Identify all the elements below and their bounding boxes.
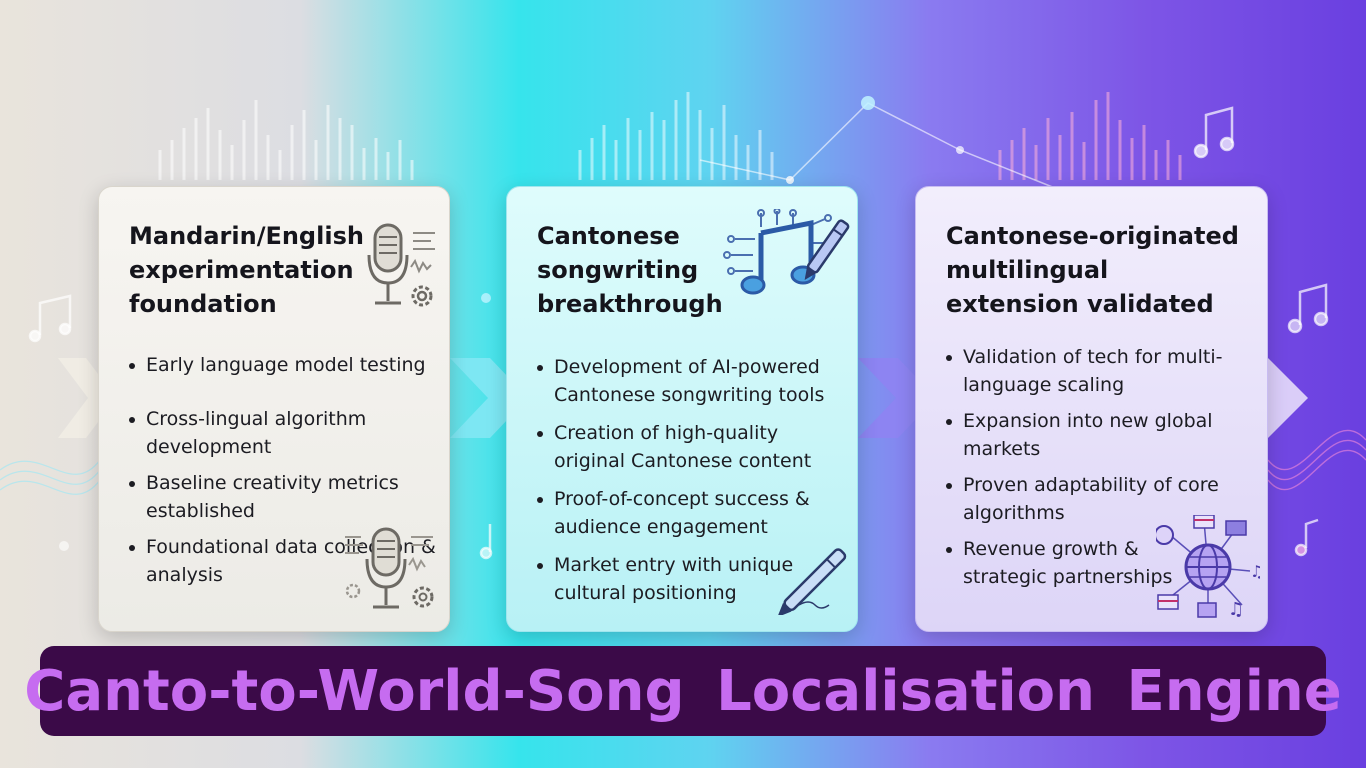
list-item: Revenue growth & strategic partnerships bbox=[946, 535, 1226, 591]
list-item: Market entry with unique cultural positi… bbox=[537, 551, 837, 607]
stage-card-2: Cantonese songwriting breakthrough Devel… bbox=[506, 186, 858, 632]
microphone-icon bbox=[367, 223, 435, 305]
stage-3-title: Cantonese-originated multilingual extens… bbox=[946, 222, 1239, 318]
svg-text:♫: ♫ bbox=[1228, 599, 1244, 619]
microphone-icon bbox=[345, 527, 434, 609]
stage-card-3: Cantonese-originated multilingual extens… bbox=[915, 186, 1268, 632]
list-item: Foundational data collection & analysis bbox=[129, 533, 439, 589]
stage-2-bullets: Development of AI-powered Cantonese song… bbox=[537, 353, 837, 607]
list-item: Development of AI-powered Cantonese song… bbox=[537, 353, 837, 409]
music-note-circuit-icon bbox=[723, 209, 850, 295]
list-item: Expansion into new global markets bbox=[946, 407, 1226, 463]
stage-1-bullets: Early language model testing Cross-lingu… bbox=[129, 351, 439, 589]
globe-network-icon: ♫ ♫ bbox=[1156, 515, 1260, 619]
stage-3-bullets: Validation of tech for multi-language sc… bbox=[946, 343, 1226, 591]
title-banner: Canto-to-World-Song Localisation Engine bbox=[24, 646, 1342, 736]
svg-text:♫: ♫ bbox=[1250, 562, 1260, 581]
banner-title: Canto-to-World-Song Localisation Engine bbox=[24, 658, 1342, 724]
list-item: Proven adaptability of core algorithms bbox=[946, 471, 1226, 527]
pen-icon bbox=[777, 548, 847, 615]
stage-1-title: Mandarin/English experimentation foundat… bbox=[129, 222, 364, 318]
stage-card-1: Mandarin/English experimentation foundat… bbox=[98, 186, 450, 632]
list-item: Cross-lingual algorithm development bbox=[129, 405, 439, 461]
list-item: Validation of tech for multi-language sc… bbox=[946, 343, 1226, 399]
list-item: Creation of high-quality original Canton… bbox=[537, 419, 837, 475]
arrow-right-chevron bbox=[1268, 358, 1308, 438]
list-item: Baseline creativity metrics established bbox=[129, 469, 439, 525]
list-item: Early language model testing bbox=[129, 351, 439, 379]
gear-icon bbox=[411, 285, 433, 307]
stage-2-title: Cantonese songwriting breakthrough bbox=[537, 222, 723, 318]
list-item: Proof-of-concept success & audience enga… bbox=[537, 485, 837, 541]
